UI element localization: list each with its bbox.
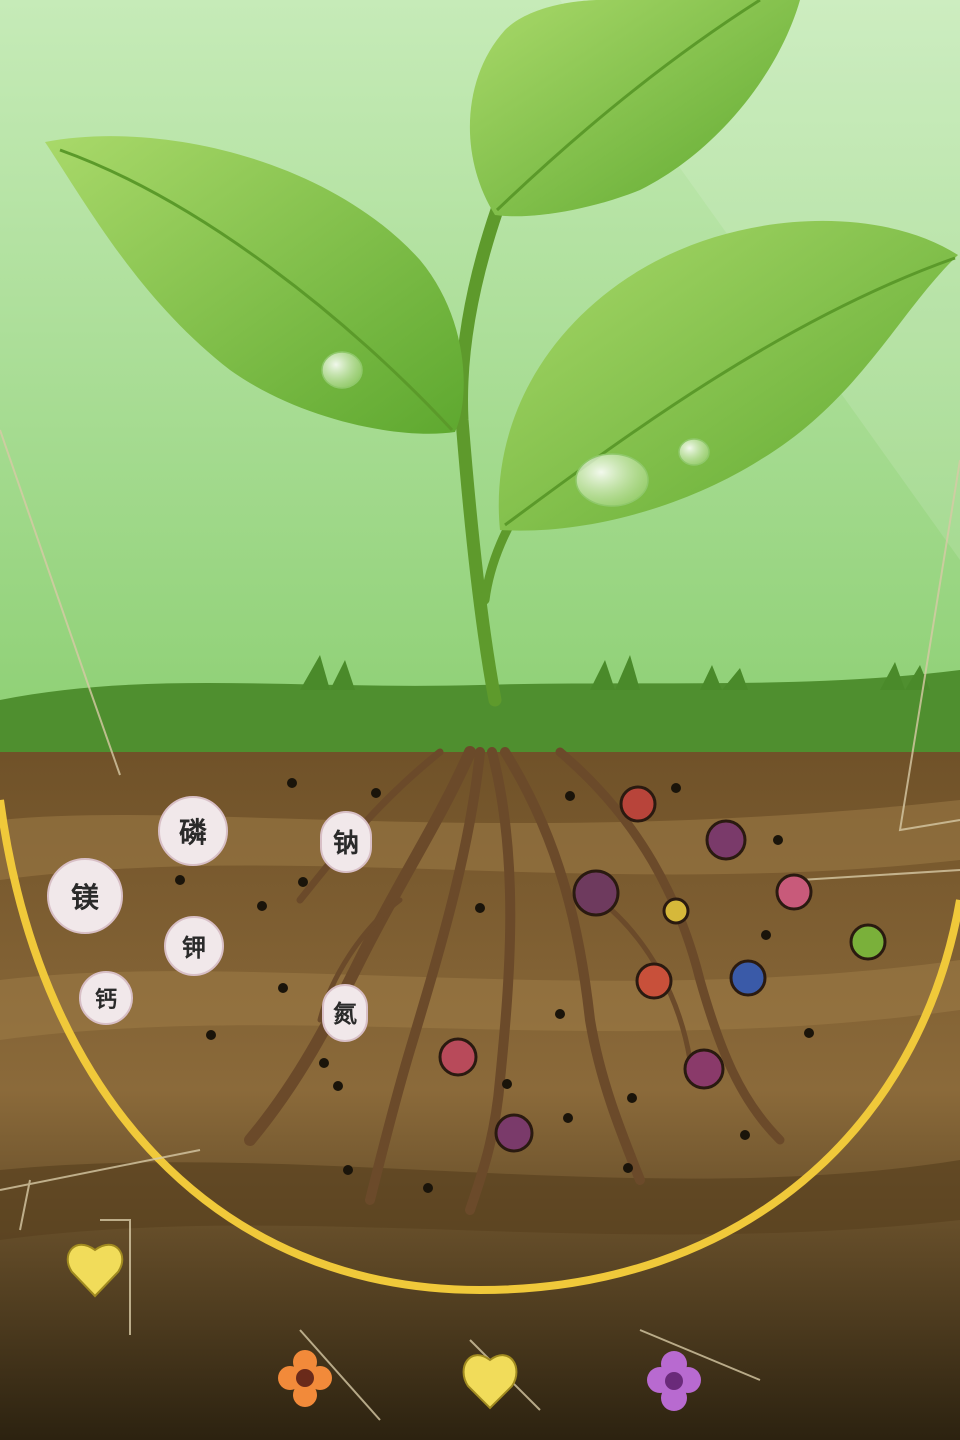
water-droplet-icon	[576, 454, 648, 506]
element-bubble: 钾	[165, 917, 223, 975]
nutrient-particle-icon	[685, 1050, 723, 1088]
nutrient-particle-icon	[496, 1115, 532, 1151]
element-bubble: 磷	[159, 797, 227, 865]
nutrient-particle-icon	[664, 899, 688, 923]
nutrient-particle-icon	[574, 871, 618, 915]
element-bubble: 钙	[80, 972, 132, 1024]
element-label: 钙	[95, 988, 117, 1013]
nutrient-particle-icon	[440, 1039, 476, 1075]
nutrient-particle-icon	[637, 964, 671, 998]
element-bubble: 钠	[321, 812, 371, 872]
element-bubble: 镁	[48, 859, 122, 933]
nutrient-particle-icon	[621, 787, 655, 821]
element-label: 氮	[333, 1000, 357, 1028]
nutrient-particle-icon	[777, 875, 811, 909]
element-bubble: 氮	[323, 985, 367, 1041]
element-label: 钾	[182, 934, 206, 962]
nutrient-particle-icon	[851, 925, 885, 959]
element-label: 镁	[71, 881, 99, 914]
element-label: 磷	[179, 816, 207, 849]
element-label: 钠	[333, 829, 359, 859]
nutrient-particle-icon	[707, 821, 745, 859]
water-droplet-icon	[679, 439, 709, 465]
water-droplet-icon	[322, 352, 362, 388]
nutrient-particle-icon	[731, 961, 765, 995]
